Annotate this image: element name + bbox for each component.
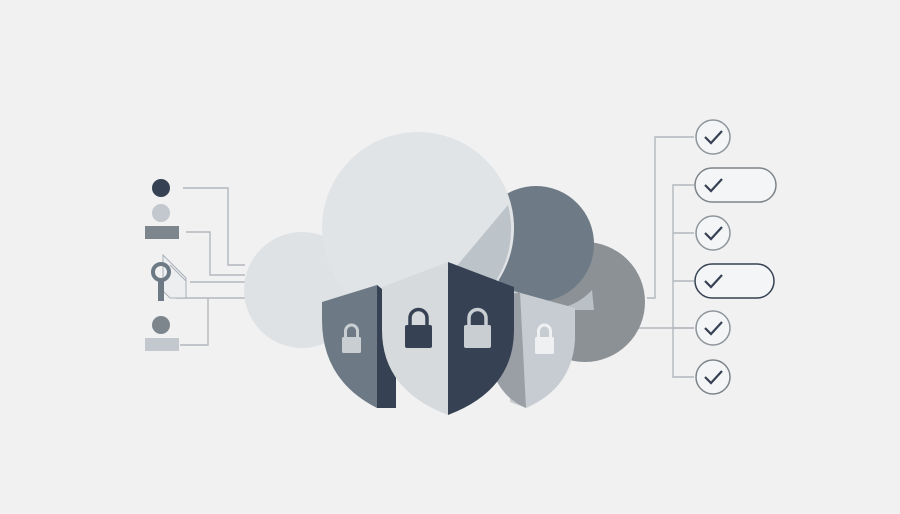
check-item: [695, 215, 731, 251]
check-item: [695, 119, 731, 155]
user-icon: [145, 204, 179, 239]
check-icon: [704, 226, 723, 241]
padlock-icon: [405, 307, 432, 348]
check-icon: [704, 370, 723, 385]
padlock-icon: [342, 323, 361, 353]
check-item: [695, 359, 731, 395]
check-icon: [704, 274, 723, 289]
check-icon: [704, 321, 723, 336]
check-icon: [704, 178, 723, 193]
key-icon: [151, 253, 187, 301]
user-icon: [152, 179, 170, 197]
check-item: [695, 310, 731, 346]
user-icon: [145, 316, 179, 351]
padlock-icon: [535, 323, 554, 354]
check-icon: [704, 130, 723, 145]
check-item-pill: [694, 167, 777, 203]
right-connectors: [575, 136, 694, 378]
check-item-pill: [694, 263, 775, 299]
padlock-icon: [464, 307, 491, 348]
